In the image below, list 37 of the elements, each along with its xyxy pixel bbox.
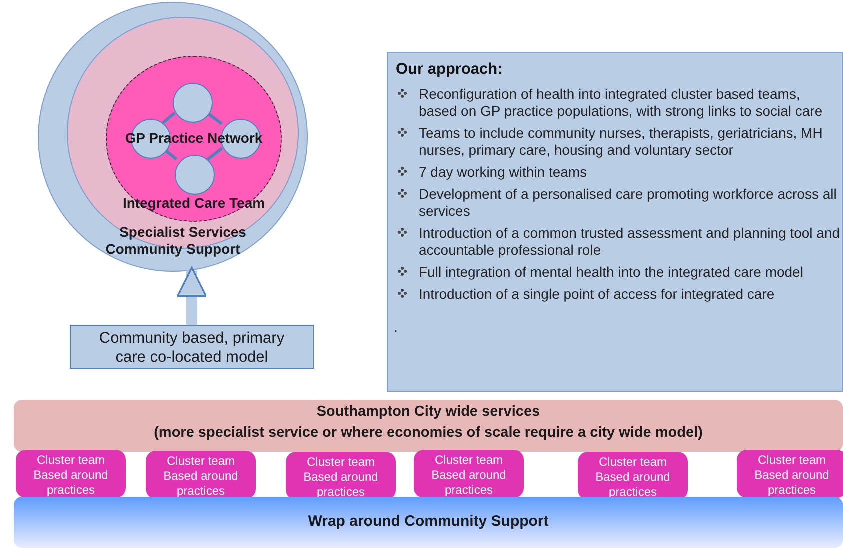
community-support-band [14, 497, 843, 548]
bullet-text: Reconfiguration of health into integrated cluster based teams, based on GP practice populations, with strong links to social care [419, 86, 824, 120]
cluster-team-box [414, 450, 524, 498]
box-text: Cluster team Based around practices [302, 455, 380, 500]
bullet-text: Teams to include community nurses, therapists, geriatricians, MH nurses, primary care, housing and voluntary sector [419, 125, 824, 159]
box-text: Community based, primary care co-located model [98, 329, 286, 367]
box-text: Cluster team Based around practices [430, 453, 508, 498]
connector-line [206, 147, 224, 161]
cluster-team-box [146, 451, 256, 499]
bullet-text: Full integration of mental health into the integrated care model [419, 264, 804, 281]
box-text: Cluster team Based around practices [754, 453, 830, 498]
connector-line [162, 112, 176, 124]
bullet-text: 7 day working within teams [419, 164, 588, 181]
ring-label: Community Support [104, 241, 242, 257]
box-text: Cluster team Based around practices [32, 453, 110, 498]
cluster-team-box [578, 452, 688, 500]
network-circle [175, 155, 215, 195]
band-title: Southampton City wide services [316, 404, 542, 420]
cluster-team-box [286, 452, 396, 500]
cluster-team-box [737, 450, 843, 498]
bullet-text: Introduction of a single point of access for integrated care [419, 286, 775, 303]
cluster-team-box [16, 450, 126, 498]
bullet-text: Introduction of a common trusted assessment and planning tool and accountable professional role [419, 225, 842, 259]
ring-label: Specialist Services [118, 224, 248, 240]
model-box [70, 325, 314, 369]
panel-heading: Our approach: [396, 61, 503, 79]
band-subtitle: (more specialist service or where economies of scale require a city wide model) [153, 425, 704, 441]
band-title: Wrap around Community Support [307, 513, 550, 530]
approach-panel [387, 52, 843, 392]
box-text: Cluster team Based around practices [162, 454, 240, 499]
city-services-band [14, 400, 843, 452]
bullet-text: Development of a personalised care promoting workforce across all services [419, 186, 838, 220]
bullet-text: . [394, 319, 398, 336]
network-circle [173, 83, 213, 123]
ring-label: Integrated Care Team [122, 195, 266, 211]
block-arrow [176, 266, 208, 325]
box-text: Cluster team Based around practices [594, 455, 672, 500]
